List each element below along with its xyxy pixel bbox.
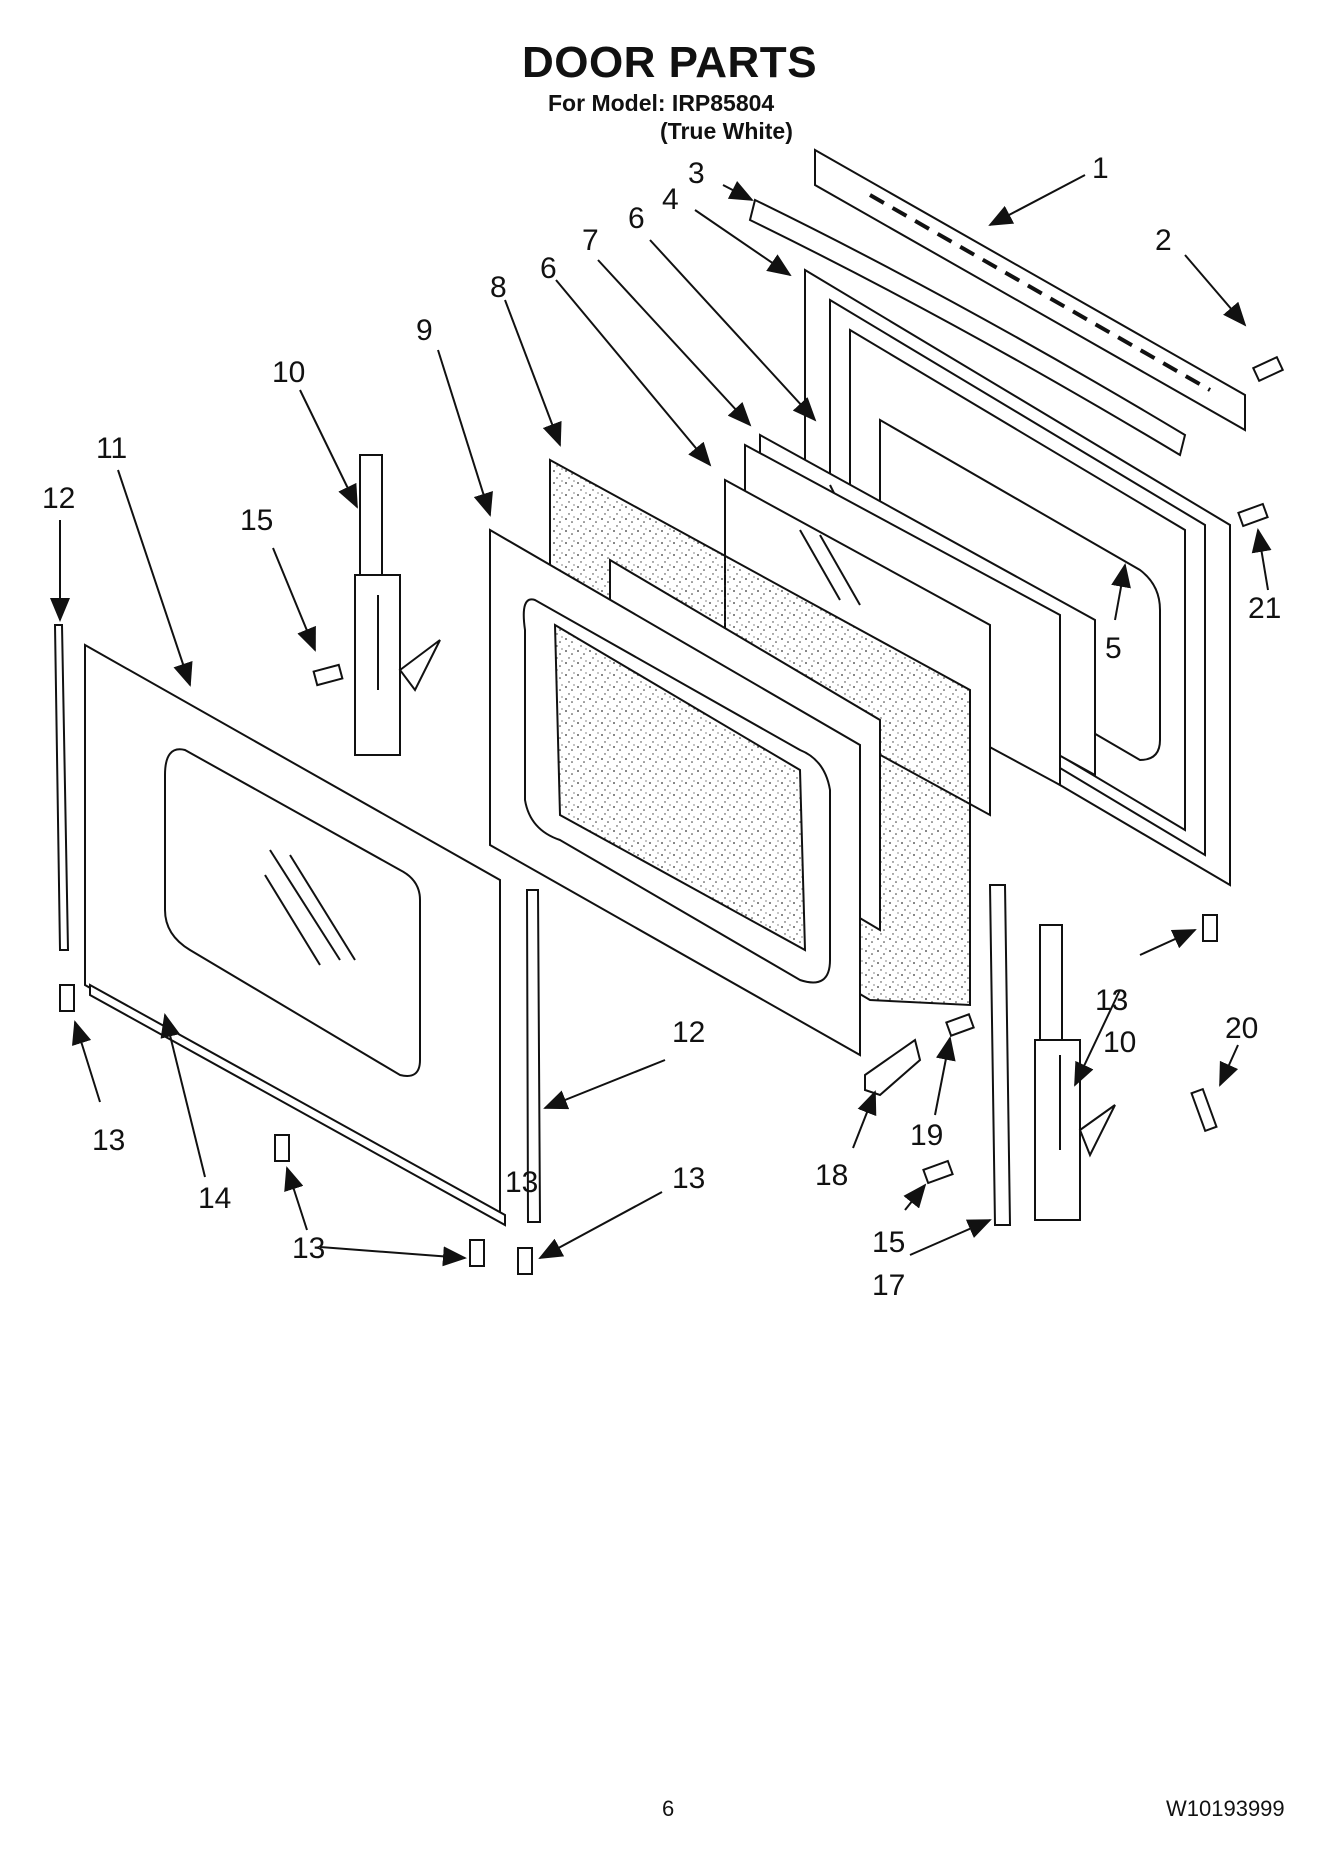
side-trim-part-12-left xyxy=(53,624,70,951)
hinge-part-10-left xyxy=(354,454,441,756)
callout-12-left: 12 xyxy=(42,482,75,515)
callout-6-upper: 6 xyxy=(628,202,645,235)
inner-liner-part-9 xyxy=(489,528,861,1057)
screw-part-15-right xyxy=(922,1159,954,1185)
hinge-part-10-right xyxy=(1034,924,1116,1221)
leader-lines xyxy=(50,174,1272,1267)
callout-19: 19 xyxy=(910,1119,943,1152)
page-number: 6 xyxy=(662,1796,675,1821)
screw-part-13-a xyxy=(59,984,75,1012)
callout-9: 9 xyxy=(416,314,433,347)
callout-10-left: 10 xyxy=(272,356,305,389)
callout-6-lower: 6 xyxy=(540,252,557,285)
screw-part-2 xyxy=(1251,355,1285,383)
vent-trim-part-1 xyxy=(814,148,1246,432)
callout-14: 14 xyxy=(198,1182,231,1215)
outer-door-glass-part-11 xyxy=(84,643,501,1222)
callout-13-b: 13 xyxy=(292,1232,325,1265)
bottom-trim-part-14 xyxy=(89,983,506,1227)
side-trim-part-12-right xyxy=(525,889,542,1223)
handle-part-3 xyxy=(748,198,1187,457)
screw-part-15-left xyxy=(312,663,344,687)
callout-21: 21 xyxy=(1248,592,1281,625)
screw-part-21 xyxy=(1237,502,1269,528)
callout-13-e: 13 xyxy=(1095,984,1128,1017)
screw-part-13-b xyxy=(274,1134,290,1162)
hinge-channel-part-17 xyxy=(988,884,1012,1226)
screw-part-13-c xyxy=(469,1239,485,1267)
screw-part-19 xyxy=(945,1013,975,1037)
callout-13-a: 13 xyxy=(92,1124,125,1157)
model-subtitle: For Model: IRP85804 xyxy=(548,90,775,116)
callout-labels: 1 2 3 4 5 6 6 7 8 9 10 10 11 12 12 13 13… xyxy=(42,152,1281,1302)
callout-15-right: 15 xyxy=(872,1226,905,1259)
callout-18: 18 xyxy=(815,1159,848,1192)
callout-4: 4 xyxy=(662,183,679,216)
callout-17: 17 xyxy=(872,1269,905,1302)
bracket-part-18 xyxy=(864,1038,922,1097)
callout-15-left: 15 xyxy=(240,504,273,537)
callout-3: 3 xyxy=(688,157,705,190)
callout-8: 8 xyxy=(490,271,507,304)
screw-part-13-e xyxy=(1202,914,1218,942)
callout-2: 2 xyxy=(1155,224,1172,257)
callout-10-right: 10 xyxy=(1103,1026,1136,1059)
callout-11: 11 xyxy=(96,432,127,465)
callout-5: 5 xyxy=(1105,632,1122,665)
variant-subtitle: (True White) xyxy=(660,118,793,144)
callout-13-c: 13 xyxy=(672,1162,705,1195)
callout-20: 20 xyxy=(1225,1012,1258,1045)
callout-12-right: 12 xyxy=(672,1016,705,1049)
document-id: W10193999 xyxy=(1166,1796,1285,1821)
clip-part-20 xyxy=(1190,1087,1218,1133)
callout-13-d: 13 xyxy=(505,1166,538,1199)
callout-1: 1 xyxy=(1092,152,1109,185)
screw-part-13-d xyxy=(517,1247,533,1275)
page-title: DOOR PARTS xyxy=(521,38,818,87)
callout-7: 7 xyxy=(582,224,599,257)
